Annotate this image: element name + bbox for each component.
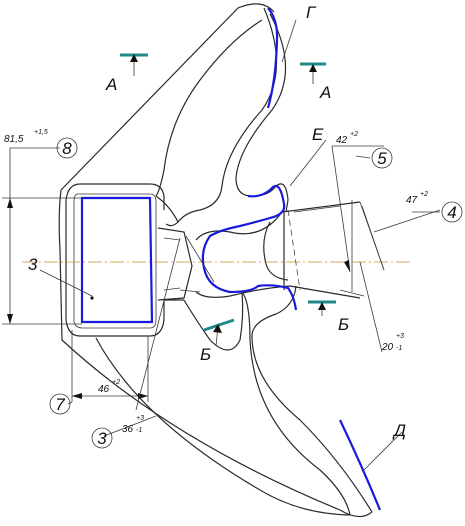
section-marks — [120, 53, 336, 347]
balloon-3-label: 3 — [97, 429, 107, 448]
surface-g-label: Г — [306, 3, 317, 22]
surface-d-line — [339, 419, 382, 511]
part-outline — [22, 3, 410, 518]
dim-20-tol-low: -1 — [396, 345, 402, 352]
dim-36-base: 36 — [122, 424, 134, 435]
dim-42-base: 42 — [336, 135, 348, 146]
dimension-47: 47 +2 — [406, 191, 428, 206]
dim-46-base: 46 — [98, 384, 110, 395]
dim-42-tol: +2 — [350, 131, 358, 138]
dim-81-5-tol: +1,5 — [34, 129, 48, 136]
section-a-left-label: А — [105, 75, 117, 94]
dimension-lines — [2, 19, 441, 471]
balloon-5-label: 5 — [377, 149, 387, 168]
dim-20-tol-up: +3 — [396, 333, 404, 340]
dimension-81-5: 81,5 +1,5 — [4, 129, 48, 145]
balloon-7-label: 7 — [55, 395, 65, 414]
balloon-8: 8 — [56, 137, 78, 159]
balloon-4: 4 — [441, 201, 463, 223]
balloon-4-label: 4 — [447, 203, 456, 222]
section-b-left-label: Б — [200, 345, 211, 364]
dimension-42: 42 +2 — [336, 131, 358, 146]
dim-46-tol: +2 — [112, 379, 120, 386]
balloon-5: 5 — [371, 147, 393, 169]
section-b-right-label: Б — [338, 315, 349, 334]
surface-d-label: Д — [392, 421, 406, 440]
surface-e-line — [201, 184, 298, 311]
dim-36-tol-up: +3 — [136, 415, 144, 422]
dim-36-tol-low: -1 — [136, 427, 142, 434]
dim-47-base: 47 — [406, 195, 418, 206]
dimension-36: 36 +3 -1 — [122, 415, 144, 435]
part-3-label: 3 — [28, 255, 38, 274]
balloon-3: 3 — [91, 427, 113, 449]
dimension-20: 20 +3 -1 — [381, 333, 404, 353]
marked-surfaces — [80, 7, 382, 511]
surface-e-label: Е — [312, 125, 324, 144]
dimension-46: 46 +2 — [98, 379, 120, 395]
section-a-right-label: А — [319, 83, 331, 102]
balloon-7: 7 — [49, 393, 71, 415]
dim-20-base: 20 — [381, 342, 394, 353]
surface-g-line — [266, 7, 279, 109]
balloon-8-label: 8 — [62, 139, 72, 158]
dim-81-5-base: 81,5 — [4, 134, 24, 145]
dim-47-tol: +2 — [420, 191, 428, 198]
part-3-outline — [80, 196, 154, 324]
